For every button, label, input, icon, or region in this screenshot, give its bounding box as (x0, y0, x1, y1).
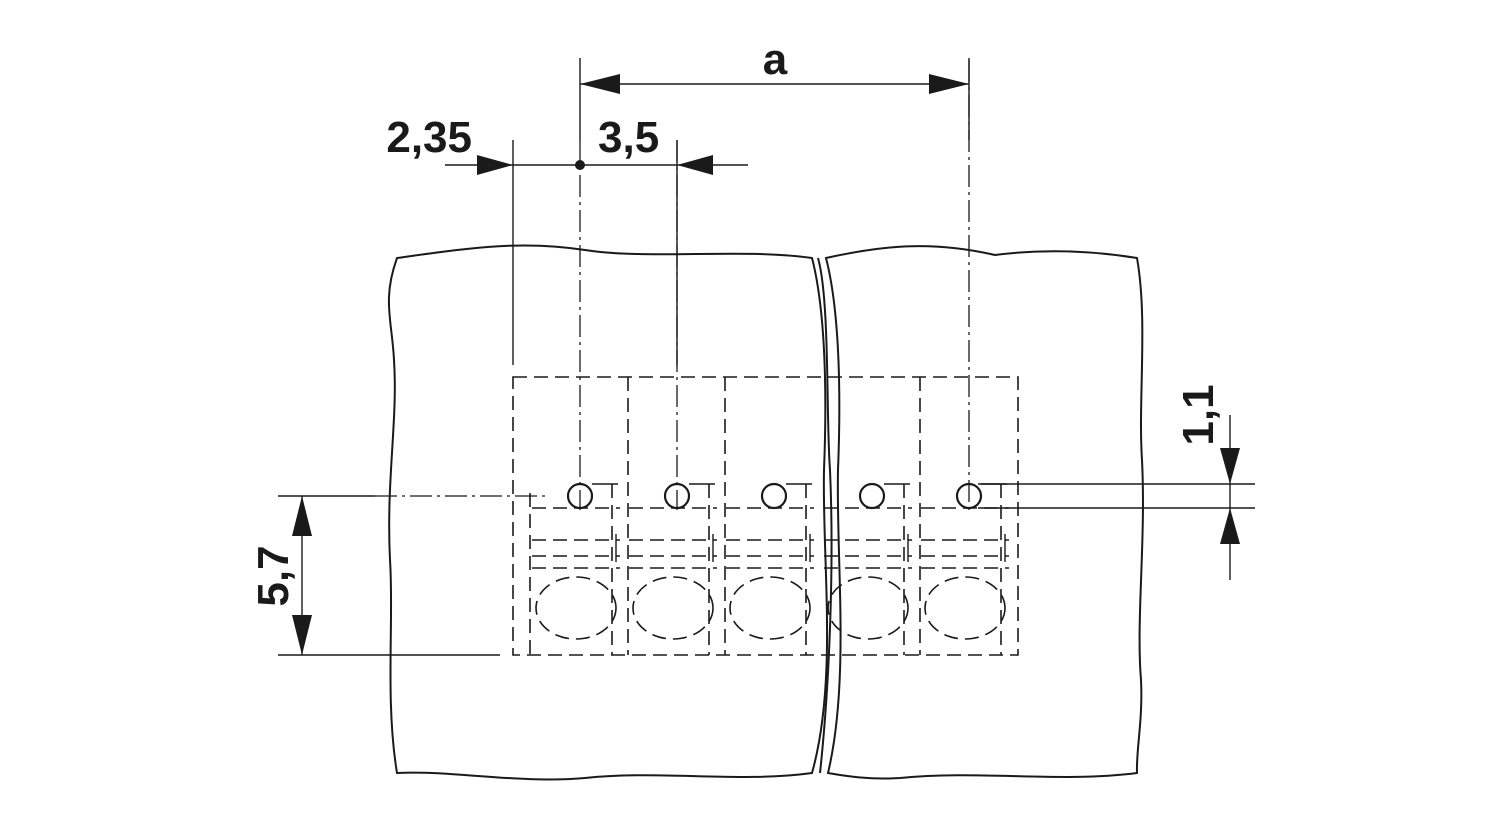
dimension-1-1: 1,1 (1174, 384, 1240, 580)
dimension-5-7: 5,7 (249, 496, 312, 655)
wire-entry-opening (729, 576, 811, 640)
break-line (817, 257, 833, 774)
dimension-a: a (580, 35, 969, 94)
wire-entry-opening (827, 576, 909, 640)
pin-group (532, 482, 1009, 655)
dimension-5-7-label: 5,7 (249, 545, 298, 606)
pin-hole (760, 482, 788, 510)
dimension-a-label: a (763, 35, 788, 84)
connector-body-outline (512, 376, 1019, 656)
pcb-board-right (824, 245, 1144, 780)
wire-entry-opening (632, 576, 714, 640)
dimension-3-5-label: 3,5 (598, 113, 659, 162)
wire-entry-opening (535, 576, 617, 640)
pin-hole (858, 482, 886, 510)
wire-entry-opening (924, 576, 1006, 640)
dimension-1-1-label: 1,1 (1174, 384, 1223, 445)
dimension-chain-top: 2,35 3,5 (386, 113, 748, 175)
pcb-board-left (387, 244, 829, 781)
dimension-2-35-label: 2,35 (386, 113, 472, 162)
extension-lines (278, 58, 1255, 656)
